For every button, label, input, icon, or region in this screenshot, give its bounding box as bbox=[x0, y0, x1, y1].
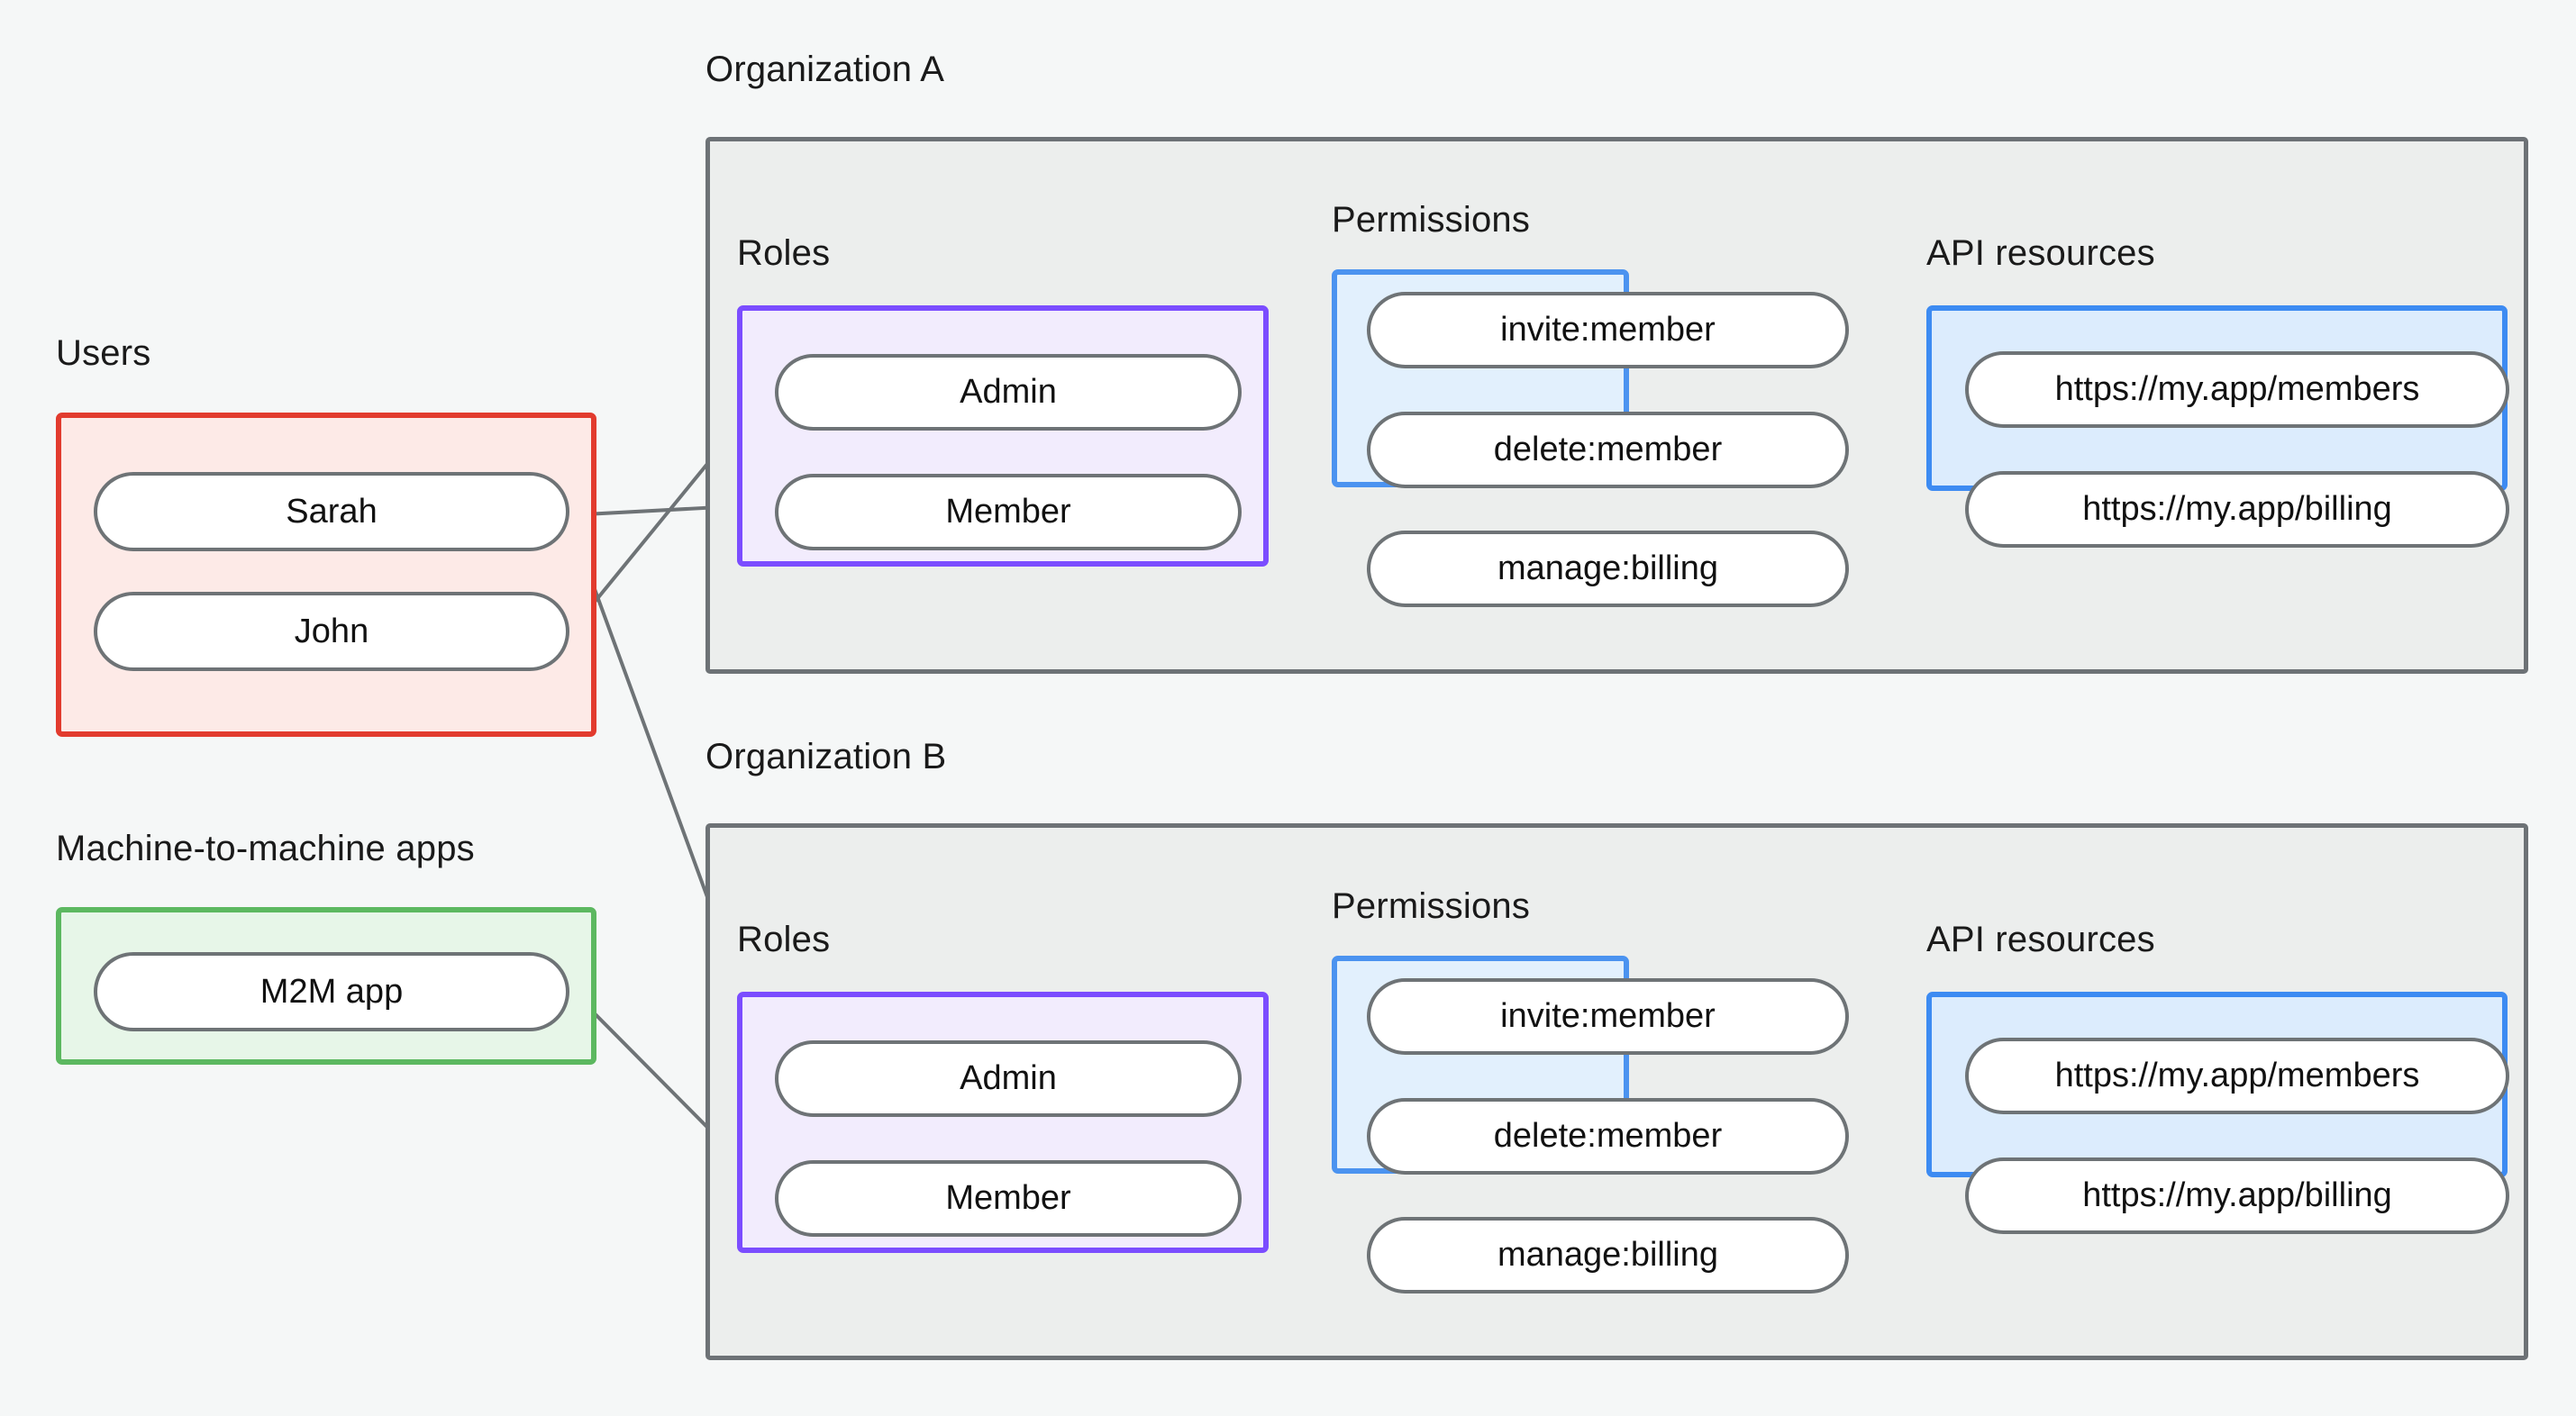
users-group-label: Users bbox=[56, 333, 151, 373]
m2m-pill-app[interactable]: M2M app bbox=[94, 952, 569, 1031]
org-a-permission-pill-invite[interactable]: invite:member bbox=[1367, 292, 1849, 368]
org-b-role-pill-member[interactable]: Member bbox=[775, 1160, 1242, 1237]
m2m-container: M2M app bbox=[56, 907, 596, 1065]
org-a-roles-label: Roles bbox=[737, 233, 831, 273]
org-b-permission-pill-billing[interactable]: manage:billing bbox=[1367, 1217, 1849, 1293]
org-a-container: Roles Admin Member Permissions invite:me… bbox=[705, 137, 2528, 674]
org-a-role-pill-admin[interactable]: Admin bbox=[775, 354, 1242, 431]
org-b-api-label: API resources bbox=[1926, 920, 2155, 959]
m2m-group-label: Machine-to-machine apps bbox=[56, 829, 475, 868]
org-a-permissions-label: Permissions bbox=[1332, 200, 1531, 240]
user-pill-sarah[interactable]: Sarah bbox=[94, 472, 569, 551]
org-a-roles-container: Admin Member bbox=[737, 305, 1269, 567]
org-b-role-pill-admin[interactable]: Admin bbox=[775, 1040, 1242, 1117]
users-container: Sarah John bbox=[56, 413, 596, 737]
org-b-label: Organization B bbox=[705, 737, 947, 776]
org-b-api-pill-billing[interactable]: https://my.app/billing bbox=[1965, 1157, 2509, 1234]
org-b-roles-container: Admin Member bbox=[737, 992, 1269, 1253]
org-b-permissions-label: Permissions bbox=[1332, 886, 1531, 926]
org-b-container: Roles Admin Member Permissions invite:me… bbox=[705, 823, 2528, 1360]
org-a-label: Organization A bbox=[705, 50, 945, 89]
org-a-role-pill-member[interactable]: Member bbox=[775, 474, 1242, 550]
org-a-permission-pill-billing[interactable]: manage:billing bbox=[1367, 531, 1849, 607]
org-b-permission-pill-delete[interactable]: delete:member bbox=[1367, 1098, 1849, 1175]
org-b-api-pill-members[interactable]: https://my.app/members bbox=[1965, 1038, 2509, 1114]
org-a-api-label: API resources bbox=[1926, 233, 2155, 273]
org-b-roles-label: Roles bbox=[737, 920, 831, 959]
org-a-api-pill-members[interactable]: https://my.app/members bbox=[1965, 351, 2509, 428]
user-pill-john[interactable]: John bbox=[94, 592, 569, 671]
org-a-api-pill-billing[interactable]: https://my.app/billing bbox=[1965, 471, 2509, 548]
org-b-permission-pill-invite[interactable]: invite:member bbox=[1367, 978, 1849, 1055]
org-a-permission-pill-delete[interactable]: delete:member bbox=[1367, 412, 1849, 488]
